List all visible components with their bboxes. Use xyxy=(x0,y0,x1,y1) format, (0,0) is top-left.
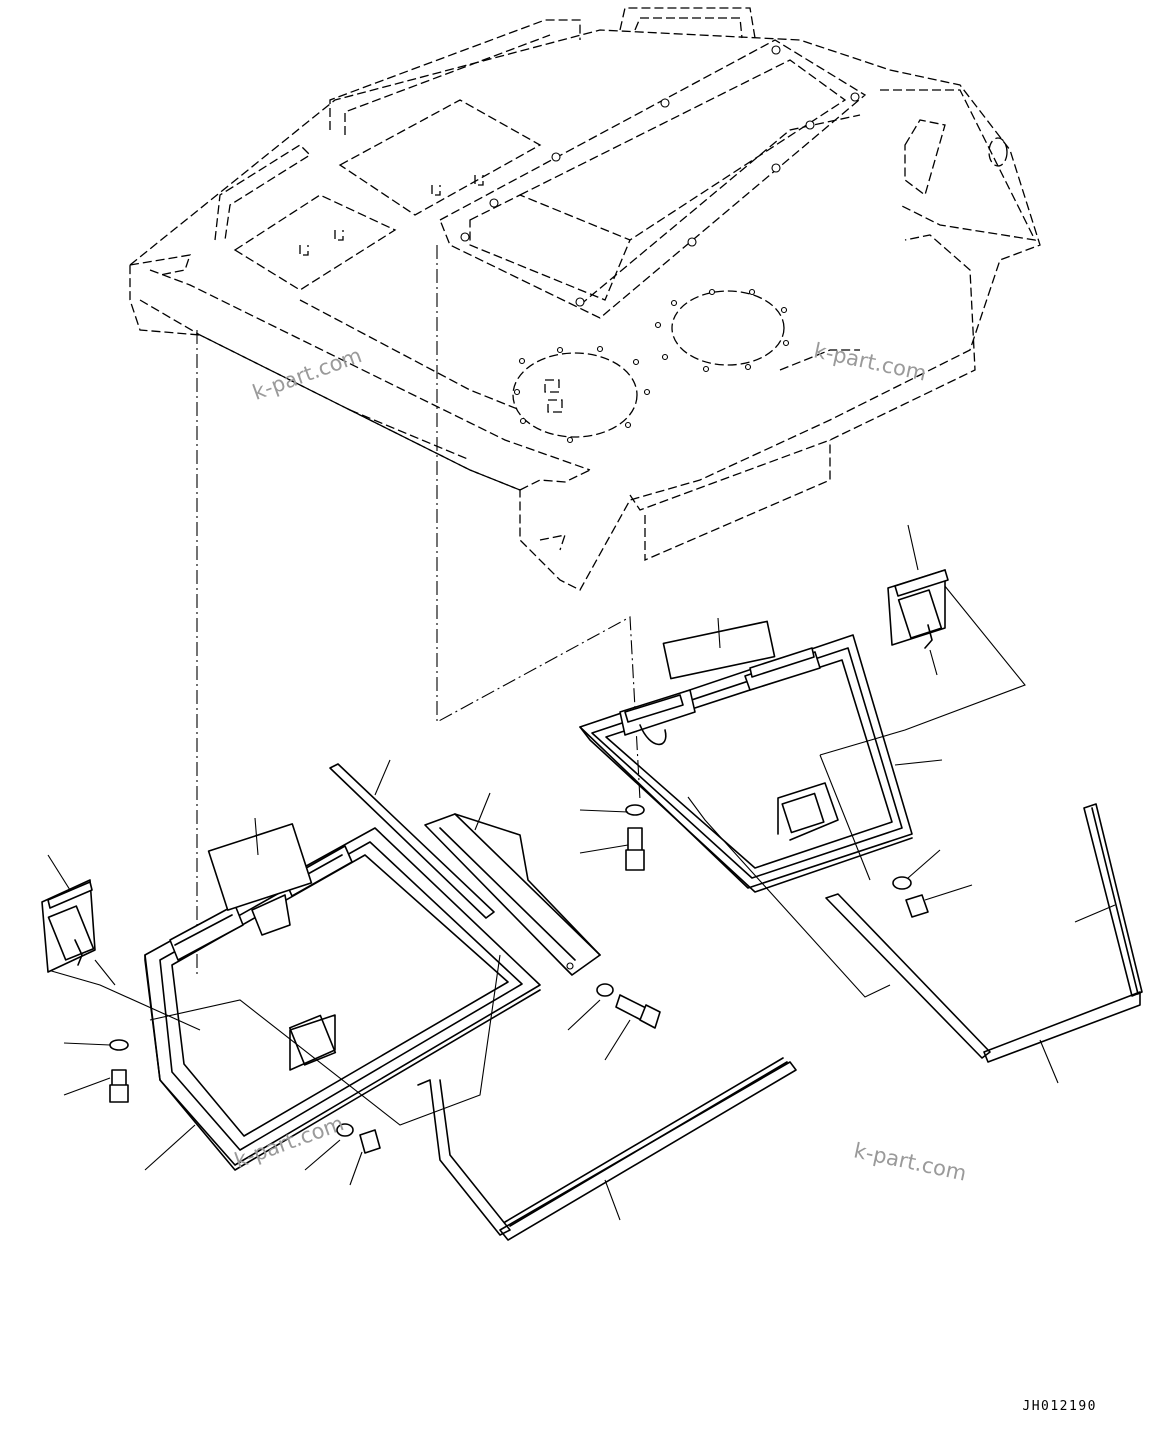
bolt-hole-dots xyxy=(460,45,860,444)
explode-lines xyxy=(47,245,1026,1126)
right-floor-frame xyxy=(579,620,913,893)
bolts-washers-nuts xyxy=(109,804,929,1154)
left-floor-frame xyxy=(144,823,541,1171)
left-wiper-motor xyxy=(41,879,96,973)
drawing-code: JH012190 xyxy=(1022,1399,1097,1414)
center-rail xyxy=(329,763,495,919)
right-wiper-motor xyxy=(887,569,949,649)
right-seal-strip xyxy=(825,803,1143,1063)
leader-lines xyxy=(47,524,1116,1221)
left-seal-strip xyxy=(417,1057,797,1241)
cab-body-outline xyxy=(129,7,1041,591)
center-cover xyxy=(424,813,601,976)
